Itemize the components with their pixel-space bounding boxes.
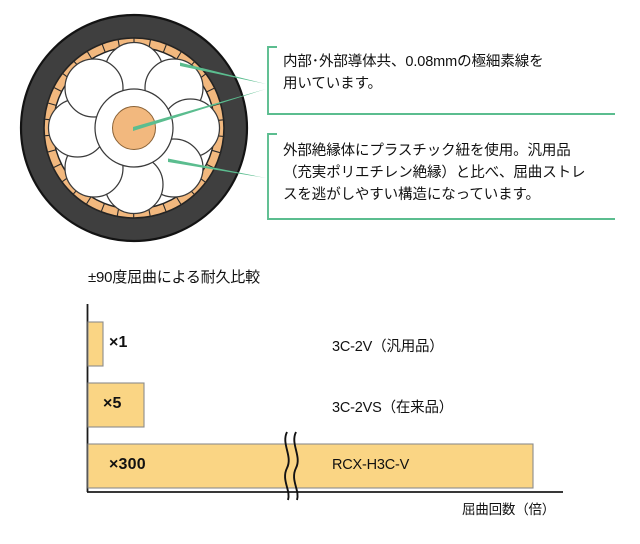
cable-inner-conductor-core	[112, 106, 156, 150]
bar-rcx-h3c-v	[87, 443, 534, 489]
cable-cross-section-figure	[18, 12, 250, 244]
chart-plot-area	[86, 304, 563, 501]
annotation-outer-insulator: 外部絶縁体にプラスチック紐を使用。汎用品 （充実ポリエチレン絶縁）と比べ、屈曲ス…	[283, 143, 586, 204]
bar-3c-2v	[87, 321, 104, 367]
chart-title: ±90度屈曲による耐久比較	[88, 269, 260, 286]
annotation-inner-outer-conductor: 内部･外部導体共、0.08mmの極細素線を 用いています。	[283, 54, 544, 93]
series-label-3c-2vs: 3C-2VS（在来品）	[332, 400, 454, 416]
series-label-rcx-h3c-v: RCX-H3C-V	[332, 457, 410, 473]
axis-break-symbol	[284, 431, 299, 501]
series-label-3c-2v: 3C-2V（汎用品）	[332, 339, 444, 355]
bar-3c-2vs	[87, 382, 145, 428]
bend-durability-chart: ±90度屈曲による耐久比較 ×1 ×5 ×300 3C-2V（汎用品） 3C-2…	[0, 252, 640, 544]
bar-value-3c-2vs: ×5	[103, 395, 122, 412]
x-axis-label: 屈曲回数（倍）	[462, 502, 556, 517]
bar-value-3c-2v: ×1	[109, 334, 128, 351]
bar-value-rcx-h3c-v: ×300	[109, 456, 146, 473]
